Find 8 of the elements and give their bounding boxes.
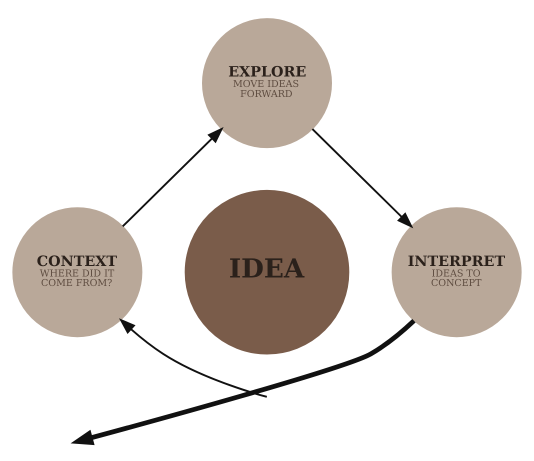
arrow bbox=[70, 318, 416, 445]
node-circle: EXPLORE MOVE IDEAS FORWARD bbox=[202, 18, 332, 148]
arrow bbox=[119, 318, 268, 398]
arrow bbox=[122, 126, 224, 227]
arrow bbox=[312, 128, 414, 228]
node-circle: INTERPRET IDEAS TO CONCEPT bbox=[392, 206, 522, 337]
node-circle: IDEA bbox=[184, 189, 350, 354]
node-circle: CONTEXT WHERE DID IT COME FROM? bbox=[12, 206, 142, 337]
